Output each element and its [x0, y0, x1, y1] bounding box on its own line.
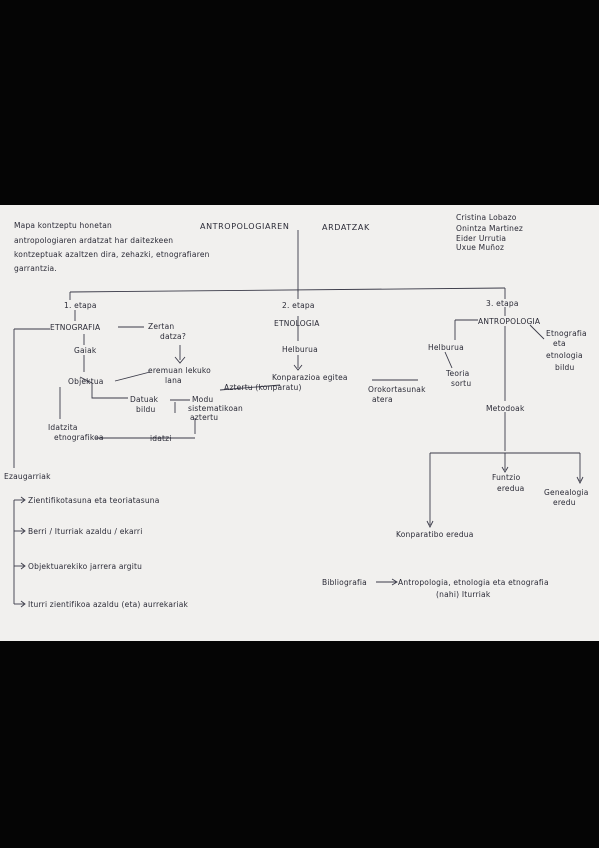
author-4: Uxue Muñoz: [456, 243, 505, 252]
stage3-concept: ANTROPOLOGIA: [478, 317, 541, 326]
stage3-funtzio-1: Funtzio: [492, 473, 521, 482]
stage1-modu-3: aztertu: [190, 413, 219, 422]
page-title-left: ANTROPOLOGIAREN: [200, 222, 290, 231]
stage3-metodoak: Metodoak: [486, 404, 525, 413]
stage1-idatzi-2: etnografikoa: [54, 433, 104, 442]
ezaugarriak-item-4: Iturri zientifikoa azaldu (eta) aurrekar…: [28, 600, 189, 609]
stage3-teoria-2: sortu: [451, 379, 472, 388]
ezaugarriak-item-1: Zientifikotasuna eta teoriatasuna: [28, 496, 160, 505]
stage3-teoria-1: Teoria: [446, 369, 470, 378]
stage2-label: 2. etapa: [282, 301, 315, 310]
stage3-side-4: bildu: [555, 363, 575, 372]
ezaugarriak-item-3: Objektuarekiko jarrera argitu: [28, 562, 143, 571]
page-title-right: ARDATZAK: [322, 223, 370, 232]
stage2-aztertu: Aztertu (konparatu): [224, 383, 302, 392]
stage3-genealogi-1: Genealogia: [544, 488, 589, 497]
stage3-orokor-1: Orokortasunak: [368, 385, 426, 394]
author-1: Cristina Lobazo: [456, 213, 517, 222]
stage3-orokor-2: atera: [372, 395, 393, 404]
author-3: Eider Urrutia: [456, 234, 507, 243]
author-2: Onintza Martinez: [456, 224, 524, 233]
stage1-concept: ETNOGRAFIA: [50, 323, 101, 332]
stage2-result: Konparazioa egitea: [272, 373, 348, 382]
stage3-konpar: Konparatibo eredua: [396, 530, 474, 539]
stage1-answer-2: lana: [165, 376, 182, 385]
intro-line-1: Mapa kontzeptu honetan: [14, 221, 112, 230]
ezaugarriak-label: Ezaugarriak: [4, 472, 51, 481]
stage1-datuak-1: Datuak: [130, 395, 159, 404]
stage3-side-1: Etnografia: [546, 329, 587, 338]
stage1-datuak-2: bildu: [136, 405, 156, 414]
biblio-label: Bibliografia: [322, 578, 367, 587]
stage3-genealogi-2: eredu: [553, 498, 576, 507]
biblio-text-2: (nahi) Iturriak: [436, 590, 491, 599]
stage1-question-2: datza?: [160, 332, 187, 341]
stage2-concept: ETNOLOGIA: [274, 319, 320, 328]
stage3-side-2: eta: [553, 339, 566, 348]
stage3-label: 3. etapa: [486, 299, 519, 308]
stage3-side-3: etnologia: [546, 351, 583, 360]
intro-line-2: antropologiaren ardatzat har daitezkeen: [14, 236, 174, 245]
connector-lines: [13, 230, 584, 608]
stage1-idatzi-link: idatzi: [150, 434, 172, 443]
stage1-question-1: Zertan: [148, 322, 175, 331]
stage3-helburua: Helburua: [428, 343, 464, 352]
paper-sheet: Mapa kontzeptu honetan antropologiaren a…: [0, 205, 599, 641]
stage1-modu-2: sistematikoan: [188, 404, 243, 413]
stage1-answer-1: eremuan lekuko: [148, 366, 211, 375]
stage1-gaiak: Gaiak: [74, 346, 97, 355]
biblio-text: Antropologia, etnologia eta etnografia: [398, 578, 549, 587]
stage2-helburua: Helburua: [282, 345, 318, 354]
intro-line-4: garrantzia.: [14, 264, 57, 273]
stage1-modu-1: Modu: [192, 395, 214, 404]
stage1-idatzi-1: Idatzita: [48, 423, 78, 432]
stage1-objektua: Objektua: [68, 377, 104, 386]
stage3-funtzio-2: eredua: [497, 484, 525, 493]
ezaugarriak-item-2: Berri / Iturriak azaldu / ekarri: [28, 527, 143, 536]
stage1-label: 1. etapa: [64, 301, 97, 310]
intro-line-3: kontzeptuak azaltzen dira, zehazki, etno…: [14, 250, 210, 259]
